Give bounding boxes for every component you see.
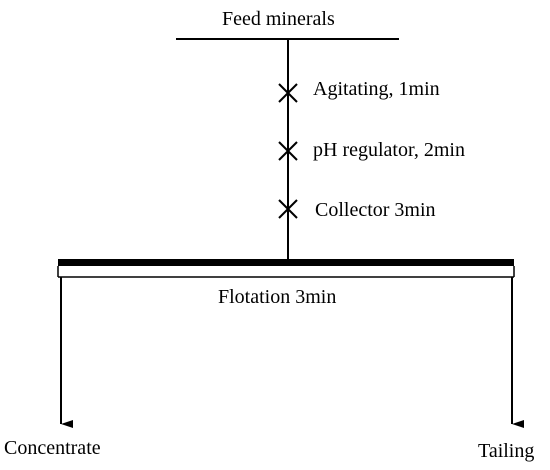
cross-icon-ph-regulator — [278, 141, 298, 161]
ph-regulator-step-label: pH regulator, 2min — [313, 139, 465, 161]
cross-icon-collector — [278, 199, 298, 219]
cross-icon-agitating — [278, 83, 298, 103]
flotation-label: Flotation 3min — [218, 286, 337, 308]
tailing-label: Tailing — [478, 440, 535, 462]
concentrate-label: Concentrate — [4, 437, 101, 459]
collector-step-label: Collector 3min — [315, 199, 436, 221]
agitating-step-label: Agitating, 1min — [313, 78, 440, 100]
feed-minerals-label: Feed minerals — [222, 8, 335, 30]
flotation-bar — [58, 259, 514, 266]
